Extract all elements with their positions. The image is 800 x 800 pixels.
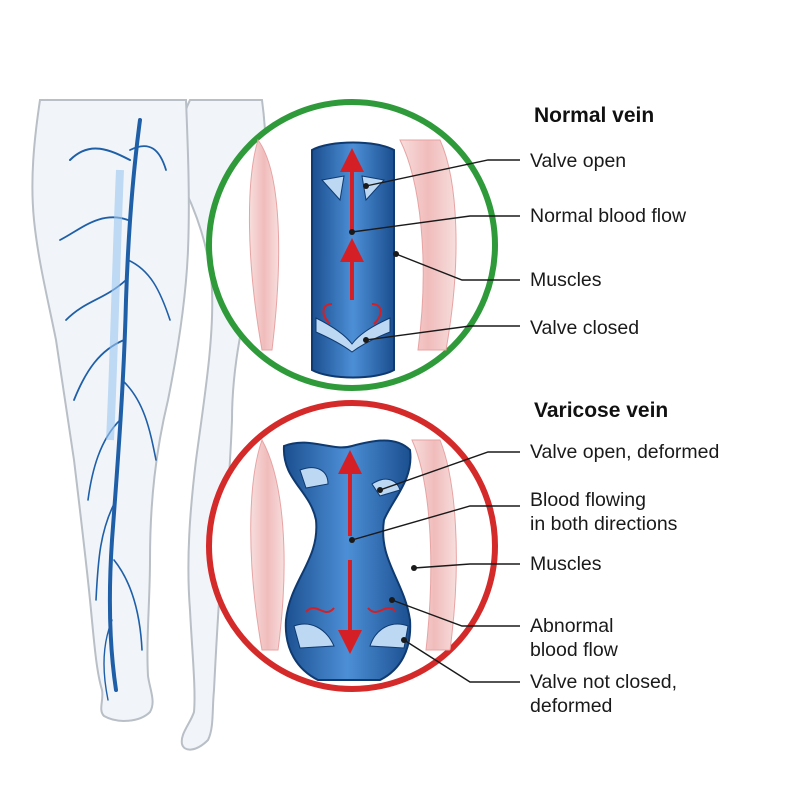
- leader-muscles: [395, 253, 520, 281]
- valve-closed-leaflet: [315, 317, 391, 353]
- label-normal-flow: Normal blood flow: [530, 205, 687, 227]
- label-abnormal-line2: blood flow: [530, 639, 619, 661]
- leg-vein-branch: [127, 259, 171, 321]
- leader-dot: [363, 183, 369, 189]
- leader-dot: [411, 565, 417, 571]
- leader-muscles-varicose: [413, 563, 520, 569]
- backflow-swirl-icon: [322, 303, 333, 325]
- normal-vein-panel: Normal vein Valve open Normal blood flow…: [206, 99, 687, 391]
- leader-dot: [389, 597, 395, 603]
- valve-not-closed-leaflet: [369, 623, 409, 649]
- label-muscles-normal: Muscles: [530, 269, 602, 291]
- leader-dot: [393, 251, 399, 257]
- leg-deep-vein-highlight: [106, 169, 124, 441]
- label-flow-line1: Blood flowing: [530, 489, 646, 511]
- great-saphenous-vein: [107, 118, 142, 692]
- normal-vein-heading: Normal vein: [534, 104, 654, 127]
- label-valve-closed: Valve closed: [530, 317, 639, 339]
- leader-valve-closed: [365, 325, 520, 341]
- leader-dot: [377, 487, 383, 493]
- leader-dot: [401, 637, 407, 643]
- leader-dot: [349, 537, 355, 543]
- leg-vein-network: [59, 118, 171, 701]
- abnormal-flow-swirl-icon: [367, 607, 397, 613]
- leader-valve-not-closed: [403, 639, 520, 683]
- muscle-icon: [411, 439, 457, 651]
- leader-dot: [363, 337, 369, 343]
- vein-icon: [282, 439, 412, 681]
- valve-open-leaflet: [321, 175, 345, 202]
- leg-vein-branch: [129, 145, 167, 171]
- leader-valve-open: [365, 159, 520, 187]
- valve-deformed-leaflet: [299, 467, 329, 489]
- label-not-closed-line1: Valve not closed,: [530, 671, 677, 693]
- leader-valve-open-deformed: [379, 451, 520, 491]
- varicose-vein-panel: Varicose vein Valve open, deformed Blood…: [206, 399, 719, 717]
- leader-normal-flow: [351, 215, 520, 233]
- valve-not-closed-leaflet: [293, 623, 335, 649]
- label-valve-open: Valve open: [530, 150, 626, 172]
- leg-vein-branch: [121, 379, 157, 461]
- label-muscles-varicose: Muscles: [530, 553, 602, 575]
- muscle-icon: [399, 139, 457, 351]
- label-abnormal-line1: Abnormal: [530, 615, 613, 637]
- label-valve-open-deformed: Valve open, deformed: [530, 441, 719, 463]
- leg-vein-branch: [69, 147, 131, 161]
- leg-vein-branch: [113, 559, 143, 651]
- muscle-icon: [250, 438, 285, 651]
- muscle-icon: [248, 138, 280, 351]
- leg-vein-branch: [65, 279, 127, 321]
- leader-abnormal-flow: [391, 599, 520, 627]
- varicose-vein-heading: Varicose vein: [534, 399, 668, 422]
- abnormal-flow-swirl-icon: [305, 607, 335, 613]
- label-flow-line2: in both directions: [530, 513, 678, 535]
- label-not-closed-line2: deformed: [530, 695, 612, 717]
- leader-both-directions: [351, 505, 520, 541]
- backflow-swirl-icon: [371, 303, 382, 325]
- leg-vein-branch: [95, 499, 117, 601]
- leg-vein-branch: [103, 619, 113, 701]
- leader-dot: [349, 229, 355, 235]
